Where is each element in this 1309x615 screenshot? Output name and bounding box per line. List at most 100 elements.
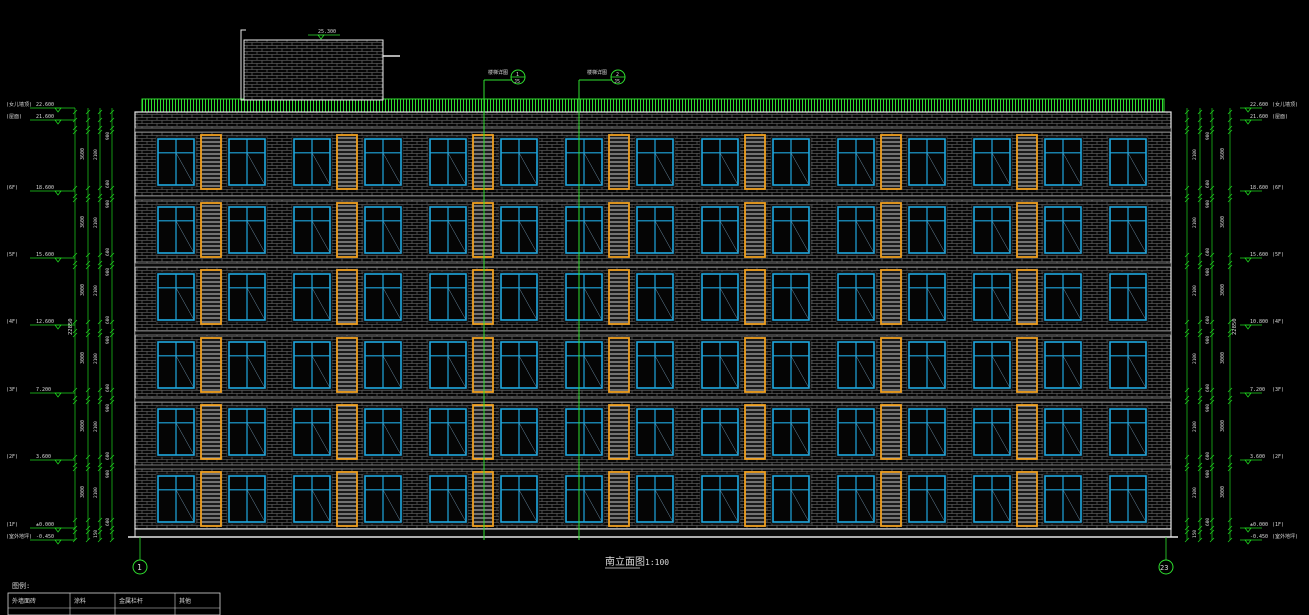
balcony-door [608,269,630,325]
window [634,406,676,458]
balcony-door [1016,404,1038,460]
dimension-tick [97,319,103,325]
level-value: 7.200 [36,387,51,393]
level-triangle [54,119,62,125]
sub-dim: 600 [1205,452,1211,460]
window [226,271,268,323]
balcony-frame [608,404,630,460]
sub-dim: 2100 [93,285,99,296]
level-mark: (5F)15.600 [6,252,75,263]
dimension-tick [1227,252,1233,258]
balcony-frame [608,337,630,393]
level-value: 3.600 [1250,454,1265,460]
balcony-door [1016,337,1038,393]
dimension-tick [97,264,103,270]
window [1042,406,1084,458]
dimension-tick [1227,332,1233,338]
level-label: (4F) [1272,319,1284,325]
dimension-tick [1184,399,1190,405]
dimension-tick [97,252,103,258]
level-label: (6F) [6,185,18,191]
legend-item-4: 其他 [179,597,191,605]
balcony-frame [608,269,630,325]
dimension-tick [1184,129,1190,135]
window [634,271,676,323]
sub-dim: 600 [105,180,111,188]
dimension-tick [85,185,91,191]
level-value: 12.600 [36,319,54,325]
dimension-tick [109,466,115,472]
dimension-tick [85,399,91,405]
level-mark: (2F)3.600 [1240,454,1284,465]
dimension-tick [97,109,103,115]
dimension-tick [1209,466,1215,472]
balcony-door [608,337,630,393]
dimension-tick [109,117,115,123]
window [971,136,1013,188]
window [835,136,877,188]
balcony-frame [880,337,902,393]
window [1107,204,1149,256]
dimension-tick [1227,395,1233,401]
balcony-frame [608,134,630,190]
dimension-tick [1227,193,1233,199]
level-label: (室外地坪) [1272,533,1298,540]
level-value: ±0.000 [36,522,54,528]
window [155,473,197,525]
window [1107,339,1149,391]
dimension-tick [1227,117,1233,123]
dimension-tick [85,193,91,199]
dimension-tick [72,462,78,468]
balcony-door [880,269,902,325]
dimension-tick [72,252,78,258]
dimension-tick [1227,319,1233,325]
balcony-door [472,337,494,393]
window [427,136,469,188]
sub-dim: 600 [1205,180,1211,188]
dimension-tick [1184,260,1190,266]
level-label: (3F) [1272,387,1284,393]
level-label: (屋面) [6,114,22,120]
dimension-tick [109,395,115,401]
dimension-tick [1227,109,1233,115]
dimension-tick [109,109,115,115]
window [1107,136,1149,188]
level-mark: (6F)18.600 [1240,185,1284,196]
balcony-frame [200,269,222,325]
dimension-tick [72,525,78,531]
dimension-tick [1209,537,1215,543]
balcony-frame [880,202,902,258]
dimension-tick [1197,332,1203,338]
balcony-frame [880,471,902,527]
window [699,271,741,323]
window [563,339,605,391]
window [634,473,676,525]
balcony-door [880,134,902,190]
level-value: 22.600 [36,102,54,108]
window [699,473,741,525]
dimension-tick [1209,197,1215,203]
balcony-door [1016,471,1038,527]
floor-band [134,464,1172,470]
dimension-tick [97,332,103,338]
dimension-tick [1227,529,1233,535]
floor-bands [134,127,1172,470]
window [1042,271,1084,323]
window [291,271,333,323]
dimension-tick [1227,454,1233,460]
dimension-tick [1227,185,1233,191]
dimension-tick [72,260,78,266]
sub-dim: 600 [105,384,111,392]
sub-dim: 900 [105,470,111,478]
dimension-tick [72,399,78,405]
level-label: (4F) [6,319,18,325]
sub-dim: 900 [1205,268,1211,276]
sub-dim: 600 [1205,316,1211,324]
dimension-tick [97,387,103,393]
balcony-frame [336,404,358,460]
left-dimension-chain: (女儿墙顶)22.600(屋面)21.600(6F)18.600(5F)15.6… [6,101,115,545]
window [155,406,197,458]
dimension-tick [85,387,91,393]
dimension-tick [85,252,91,258]
